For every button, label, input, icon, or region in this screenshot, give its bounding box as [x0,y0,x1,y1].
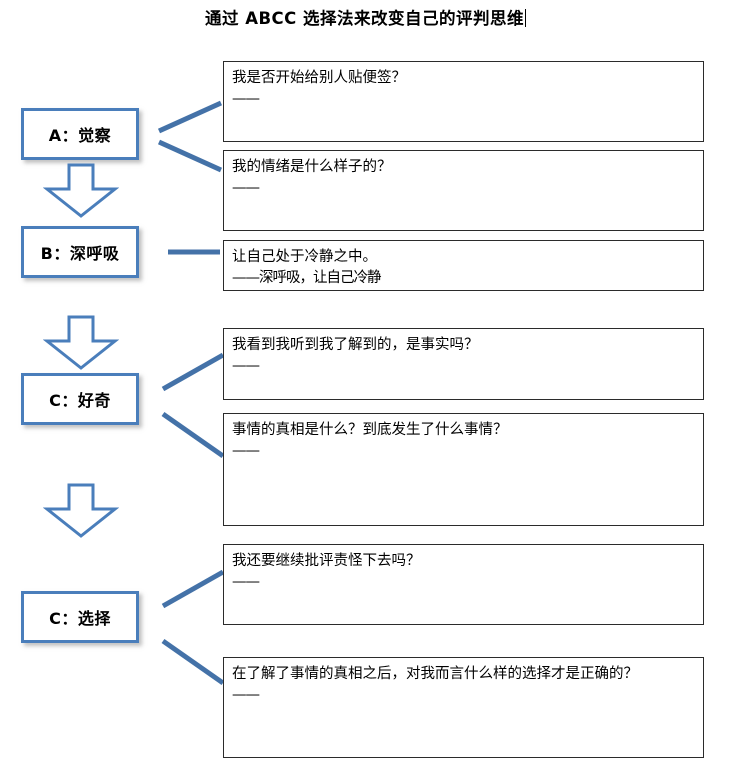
prompt-line-dash: —— [232,574,260,590]
prompt-line: 我是否开始给别人贴便签？ [232,70,406,86]
prompt-box-labeling[interactable]: 我是否开始给别人贴便签？ —— [223,61,704,142]
prompt-line-dash: —— [232,180,260,196]
down-arrow-icon-b-to-c [43,315,119,371]
connector-b-to-prompt-calm [166,247,222,257]
prompt-box-keep-blaming[interactable]: 我还要继续批评责怪下去吗？ —— [223,544,704,625]
prompt-box-emotion[interactable]: 我的情绪是什么样子的？ —— [223,150,704,231]
prompt-line-dash: —— [232,443,260,459]
prompt-box-is-it-fact[interactable]: 我看到我听到我了解到的，是事实吗？ —— [223,328,704,400]
stage-label-a-awareness: A：觉察 [48,126,112,145]
stage-label-b-deep-breath: B：深呼吸 [40,244,120,263]
stage-label-c-curiosity: C：好奇 [49,391,111,410]
text-cursor [525,9,527,27]
stage-box-a-awareness[interactable]: A：觉察 [21,108,139,160]
prompt-line: 让自己处于冷静之中。 [232,249,377,265]
page-title: 通过 ABCC 选择法来改变自己的评判思维 [0,8,731,30]
prompt-line: 我的情绪是什么样子的？ [232,159,392,175]
connector-a-to-prompt-labeling [156,100,224,134]
connector-c-curiosity-to-prompt-truth [160,411,226,459]
connector-c-curiosity-to-prompt-is-it-fact [160,352,226,392]
prompt-line: 我还要继续批评责怪下去吗？ [232,553,421,569]
connector-a-to-prompt-emotion [156,139,224,173]
prompt-line-dash: —— [232,91,260,107]
stage-label-c-choice: C：选择 [49,609,111,628]
prompt-line-dash: ——深呼吸，让自己冷静 [232,270,382,286]
stage-box-c-curiosity[interactable]: C：好奇 [21,373,139,425]
prompt-line: 在了解了事情的真相之后，对我而言什么样的选择才是正确的？ [232,666,638,682]
prompt-box-calm[interactable]: 让自己处于冷静之中。 ——深呼吸，让自己冷静 [223,240,704,291]
prompt-box-truth[interactable]: 事情的真相是什么？到底发生了什么事情？ —— [223,413,704,526]
prompt-line: 我看到我听到我了解到的，是事实吗？ [232,337,479,353]
connector-c-choice-to-prompt-right-choice [160,638,226,686]
prompt-line: 事情的真相是什么？到底发生了什么事情？ [232,422,508,438]
page-title-text: 通过 ABCC 选择法来改变自己的评判思维 [204,9,525,28]
prompt-box-right-choice[interactable]: 在了解了事情的真相之后，对我而言什么样的选择才是正确的？ —— [223,657,704,758]
connector-c-choice-to-prompt-keep-blaming [160,569,226,609]
prompt-line-dash: —— [232,687,260,703]
stage-box-c-choice[interactable]: C：选择 [21,591,139,643]
down-arrow-icon-a-to-b [43,163,119,219]
stage-box-b-deep-breath[interactable]: B：深呼吸 [21,226,139,278]
down-arrow-icon-c-to-c [43,483,119,539]
prompt-line-dash: —— [232,358,260,374]
